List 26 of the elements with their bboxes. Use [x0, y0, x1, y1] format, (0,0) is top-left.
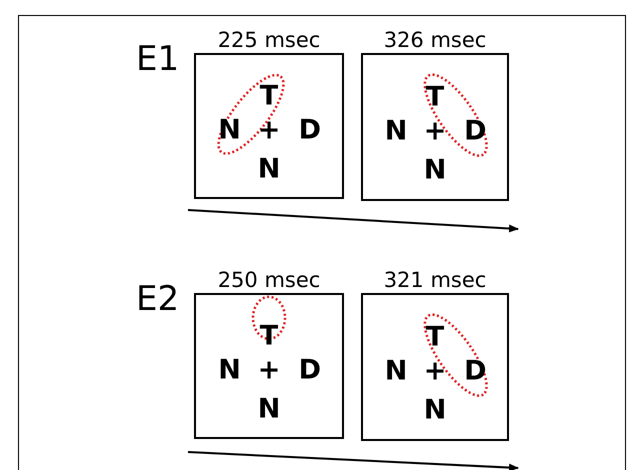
stimulus-letter: D	[464, 358, 487, 385]
duration-label: 225 msec	[216, 28, 322, 52]
stimulus-letter: D	[298, 356, 322, 384]
stimulus-letter: N	[218, 356, 241, 384]
stimulus-letter: T	[260, 82, 278, 110]
stimulus-letter: D	[464, 118, 487, 145]
duration-label: 326 msec	[382, 28, 488, 52]
duration-label: 321 msec	[382, 268, 488, 292]
experiment-label: E2	[136, 282, 180, 316]
stimulus-letter: N	[424, 396, 446, 424]
stimulus-letter: N	[218, 116, 241, 144]
stimulus-letter: N	[384, 118, 408, 145]
stimulus-letter: T	[260, 322, 278, 350]
stimulus-letter: N	[424, 156, 446, 184]
stimulus-letter: T	[426, 83, 444, 110]
stimulus-letter: D	[298, 116, 322, 144]
stimulus-letter: N	[258, 155, 280, 182]
stimulus-letter: N	[384, 358, 408, 385]
duration-label: 250 msec	[216, 268, 322, 292]
stimulus-letter: +	[258, 356, 280, 384]
stimulus-letter: +	[258, 116, 280, 144]
experiment-label: E1	[136, 42, 180, 76]
stimulus-letter: N	[258, 395, 280, 422]
stimulus-letter: +	[424, 358, 446, 385]
stimulus-letter: +	[424, 118, 446, 145]
stimulus-letter: T	[426, 323, 444, 350]
